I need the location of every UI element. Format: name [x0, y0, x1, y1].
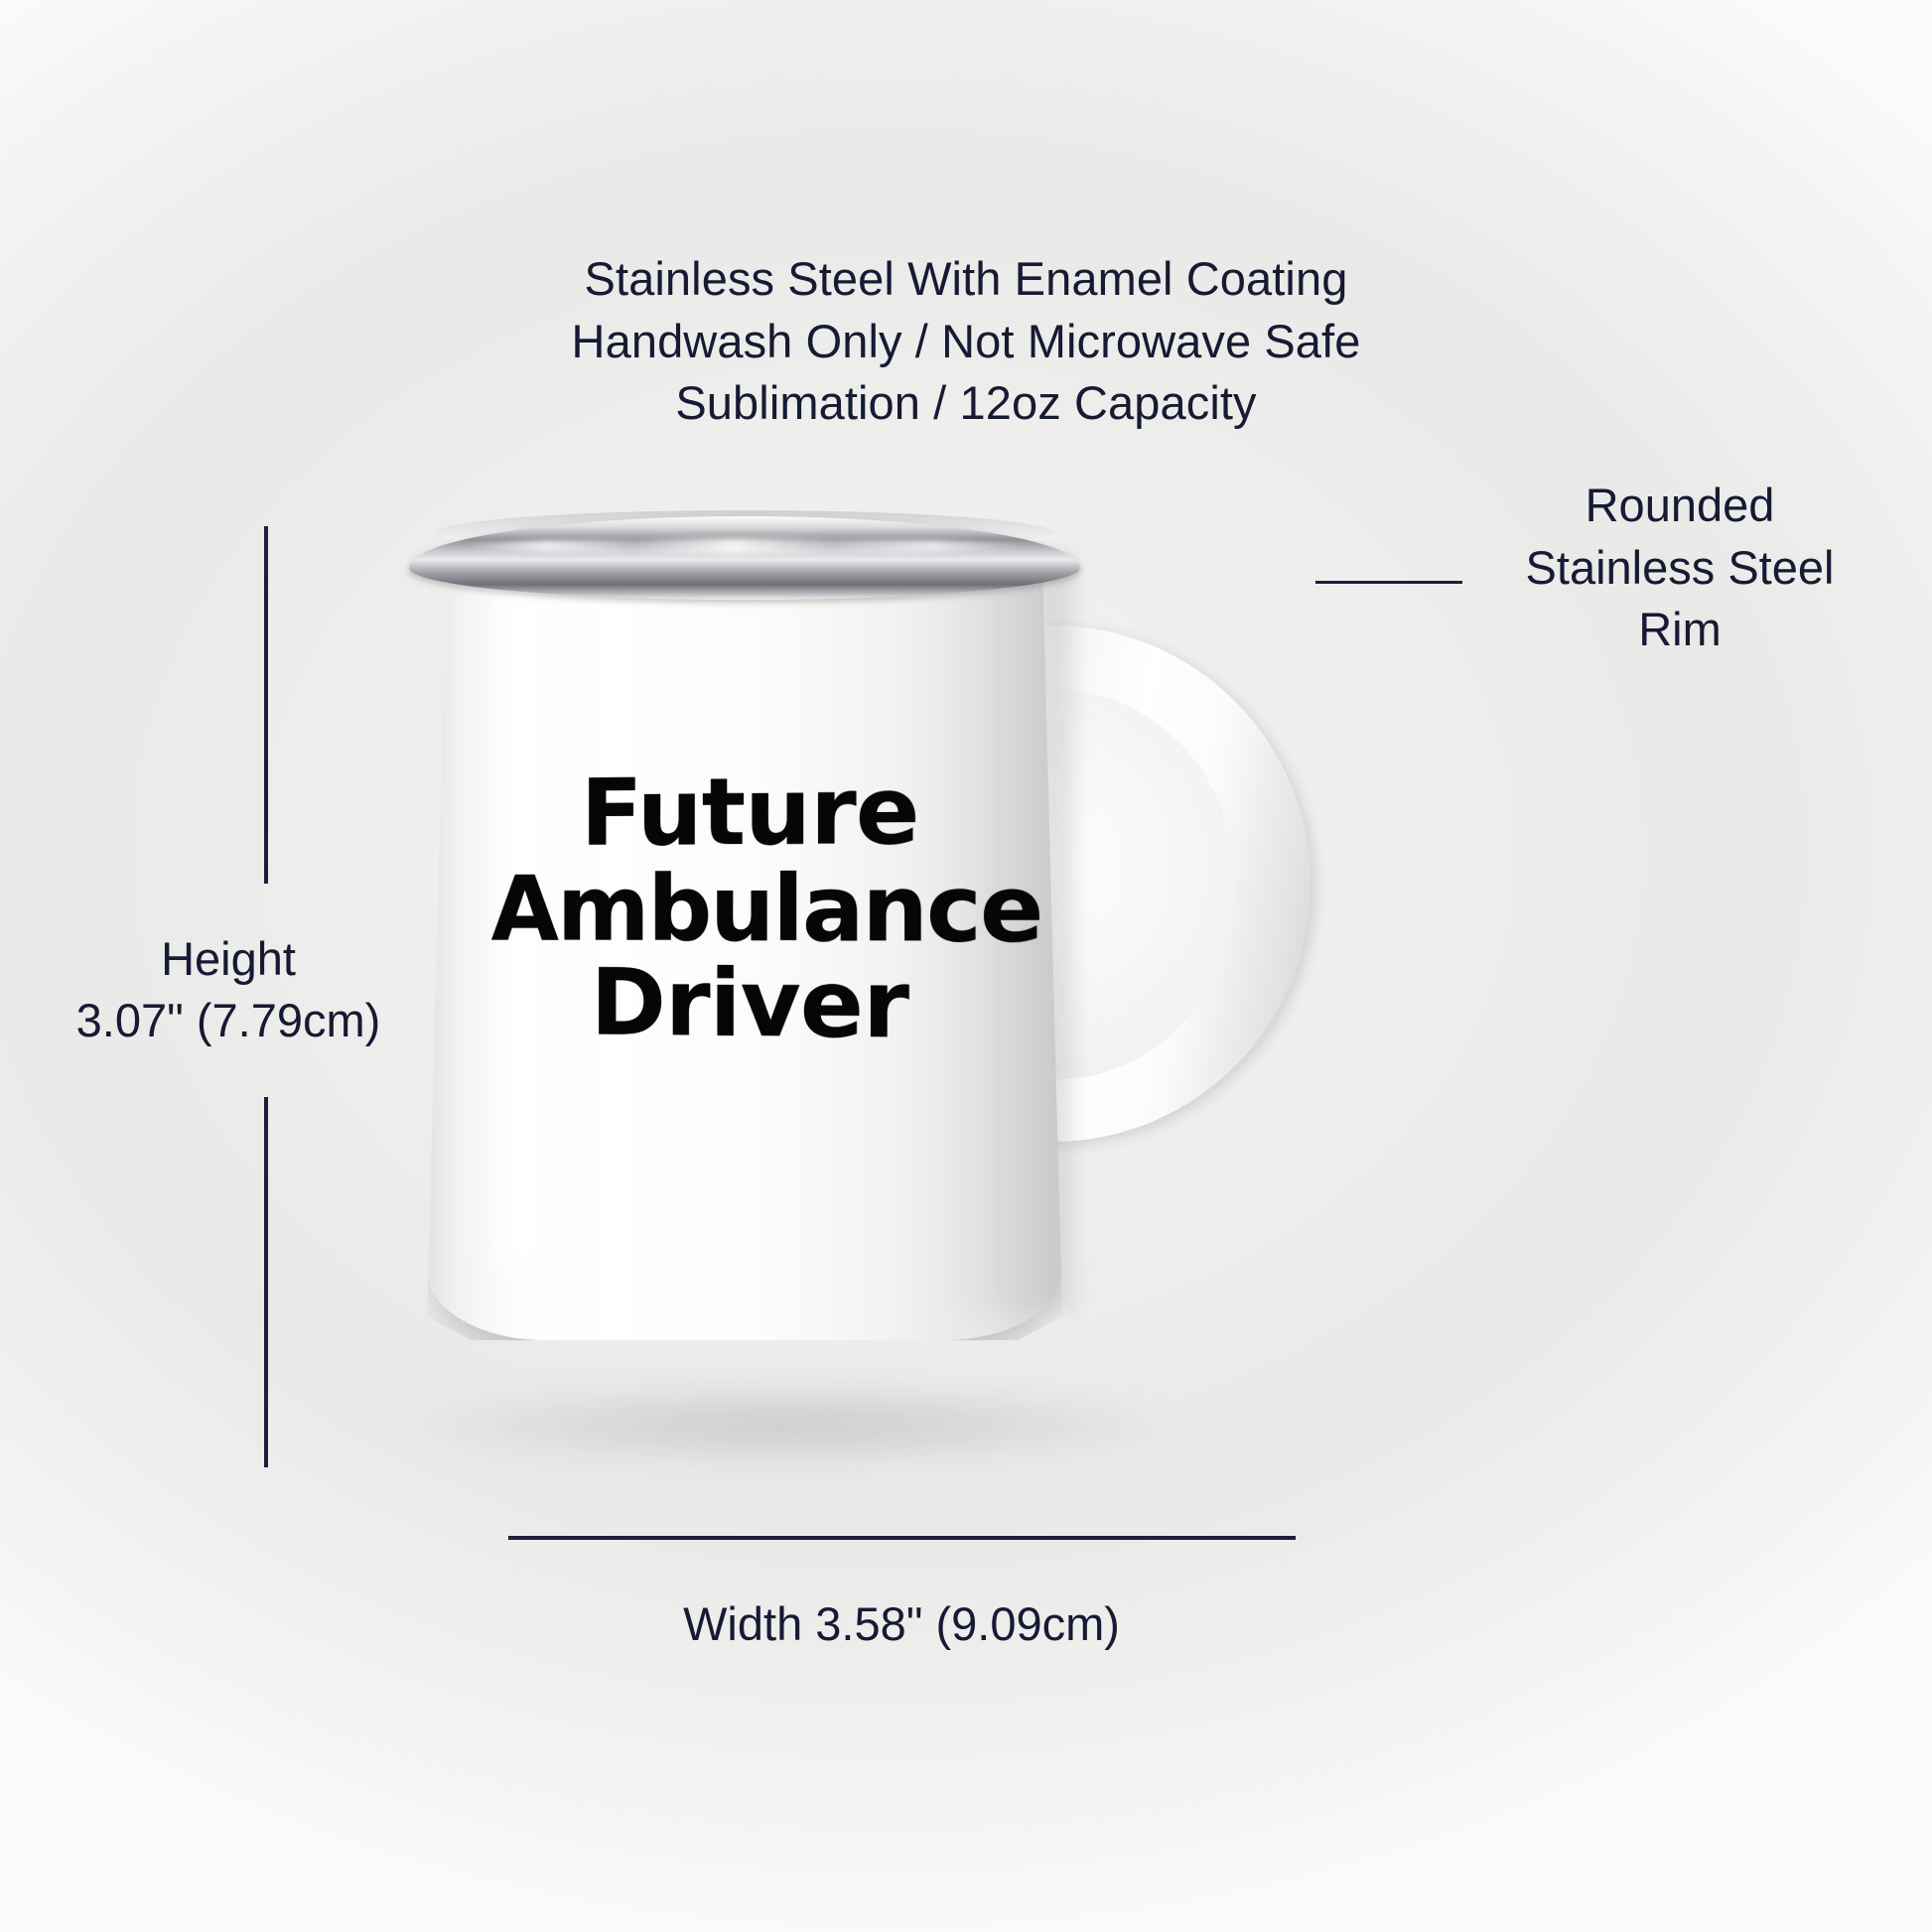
spec-line-1: Stainless Steel With Enamel Coating — [584, 252, 1348, 305]
spec-line-2: Handwash Only / Not Microwave Safe — [571, 314, 1361, 367]
rim-specular-highlight — [467, 538, 1023, 554]
rim-callout-line-1: Rounded — [1585, 479, 1775, 531]
rim-callout-line-3: Rim — [1638, 603, 1722, 655]
print-line-2: Ambulance — [490, 854, 1042, 963]
mug-printed-design: Future Ambulance Driver — [490, 757, 1042, 1061]
height-label-value: 3.07" (7.79cm) — [75, 994, 381, 1047]
camping-mug: Future Ambulance Driver — [409, 510, 1311, 1430]
mug-contact-shadow — [417, 1385, 1172, 1464]
width-dimension-line — [508, 1536, 1296, 1540]
width-dimension-label: Width 3.58" (9.09cm) — [683, 1597, 1120, 1650]
print-line-3: Driver — [590, 949, 909, 1061]
rim-callout-line-2: Stainless Steel — [1525, 540, 1835, 594]
specification-text: Stainless Steel With Enamel Coating Hand… — [0, 248, 1932, 435]
height-dimension-line-upper — [264, 526, 268, 884]
rim-callout-text: Rounded Stainless Steel Rim — [1461, 475, 1898, 661]
height-dimension-line-lower — [264, 1097, 268, 1467]
print-line-1: Future — [580, 757, 919, 868]
spec-line-3: Sublimation / 12oz Capacity — [675, 376, 1257, 429]
rim-leader-line — [1315, 581, 1462, 584]
height-label-title: Height — [161, 932, 296, 985]
height-dimension-label: Height 3.07" (7.79cm) — [30, 928, 427, 1051]
